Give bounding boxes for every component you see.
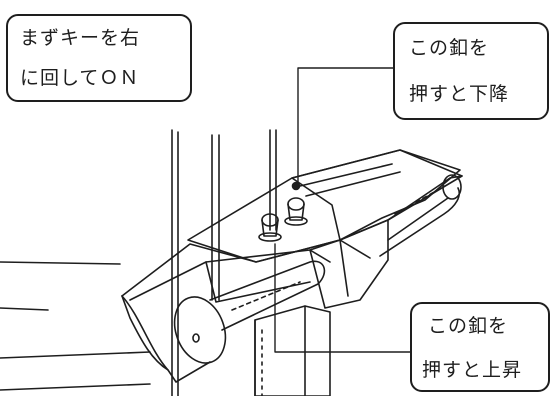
background-poles <box>0 129 277 396</box>
callout-lower-button: この釦を 押すと下降 <box>393 22 549 120</box>
console-body <box>121 149 463 383</box>
leader-raise <box>274 243 411 353</box>
callout-lower-line-2: 押すと下降 <box>409 83 510 105</box>
callout-raise-button: この釦を 押すと上昇 <box>410 302 550 392</box>
callout-leaders <box>274 67 411 353</box>
leader-lower <box>297 67 394 183</box>
callout-key-turn-on: まずキーを右 に回してＯＮ <box>6 14 192 102</box>
callout-raise-line-2: 押すと上昇 <box>422 359 523 381</box>
callout-key-line-1: まずキーを右 <box>20 27 141 49</box>
callout-lower-line-1: この釦を <box>409 37 490 59</box>
raise-button-knob <box>258 213 282 242</box>
key-switch <box>291 181 301 191</box>
callout-key-line-2: に回してＯＮ <box>20 67 140 89</box>
control-buttons <box>258 181 308 242</box>
console-pedestal <box>254 305 331 396</box>
callout-raise-line-1: この釦を <box>428 315 509 337</box>
lower-button-knob <box>284 197 308 226</box>
